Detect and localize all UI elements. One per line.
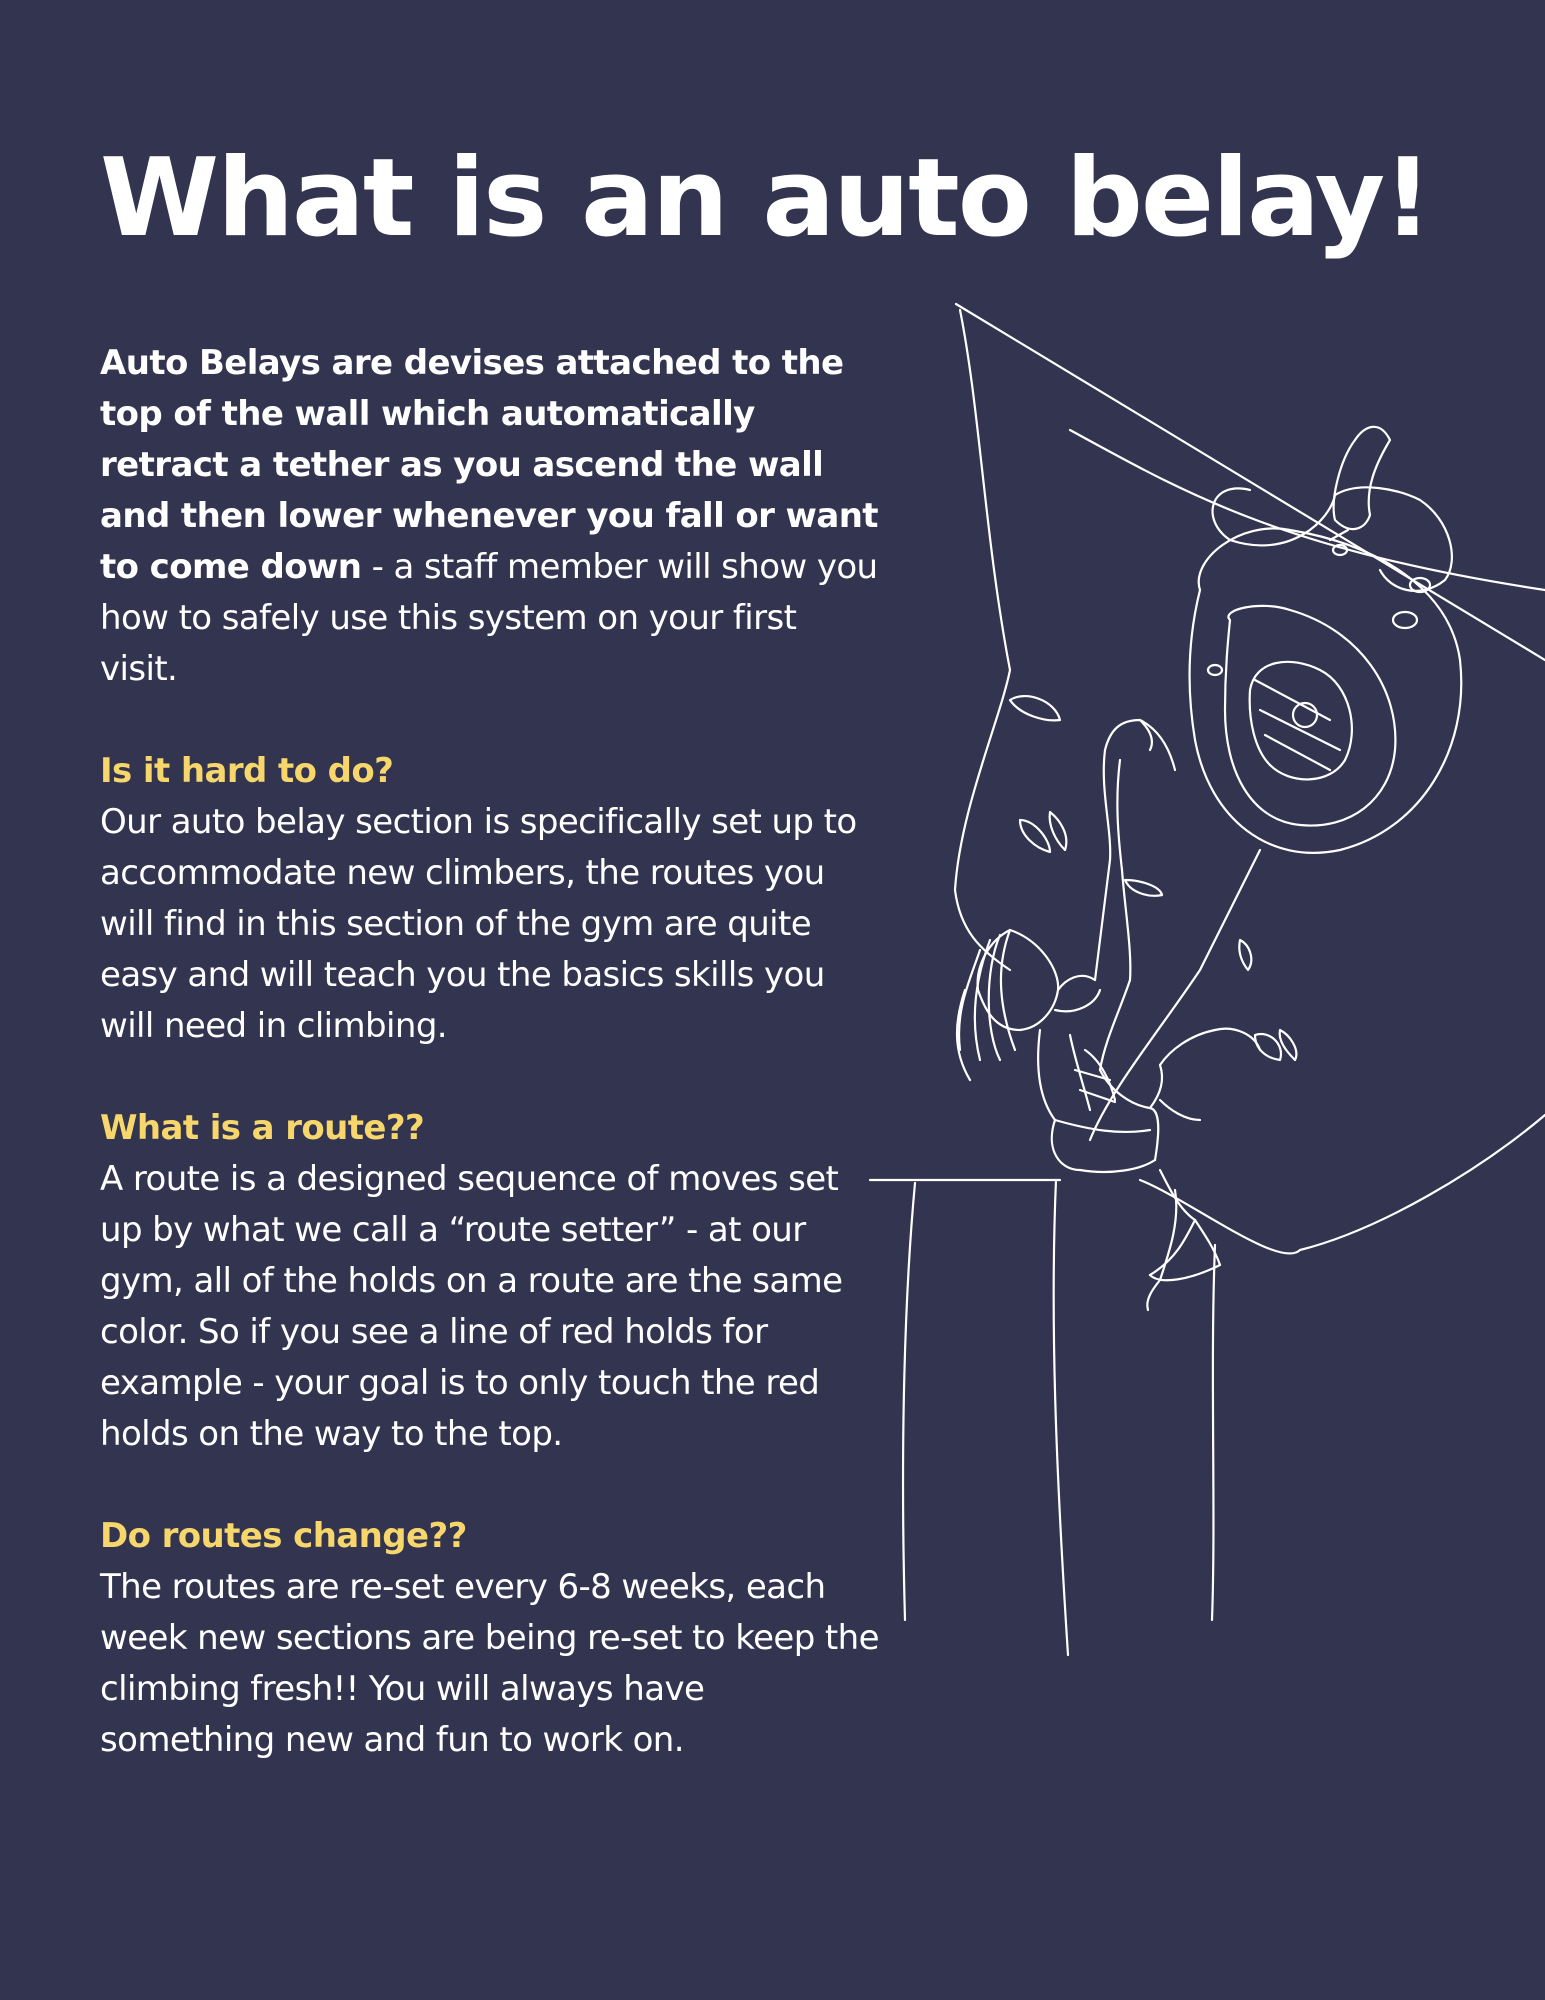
section-heading: Is it hard to do? [100,751,394,791]
intro-bold-text: Auto Belays are devises attached to the … [100,343,879,587]
climber-illustration [868,302,1545,1657]
auto-belay-device [1188,425,1463,854]
section-body: Our auto belay section is specifically s… [100,802,857,1046]
climber-figure [955,718,1262,1312]
page-title: What is an auto belay! [100,136,1432,261]
section-heading: Do routes change?? [100,1516,467,1556]
intro-normal-text: - a staff member will show you how to sa… [100,547,878,689]
section-body: The routes are re-set every 6-8 weeks, e… [100,1567,880,1760]
section-what-is-route: What is a route?? A route is a designed … [100,1103,880,1460]
section-body: A route is a designed sequence of moves … [100,1159,843,1454]
intro-paragraph: Auto Belays are devises attached to the … [100,338,880,695]
climbing-wall-outline [868,302,1545,1657]
section-heading: What is a route?? [100,1108,425,1148]
climbing-holds [1008,695,1298,1122]
content-column: Auto Belays are devises attached to the … [100,338,880,1766]
section-routes-change: Do routes change?? The routes are re-set… [100,1511,880,1766]
section-hard-to-do: Is it hard to do? Our auto belay section… [100,746,880,1052]
